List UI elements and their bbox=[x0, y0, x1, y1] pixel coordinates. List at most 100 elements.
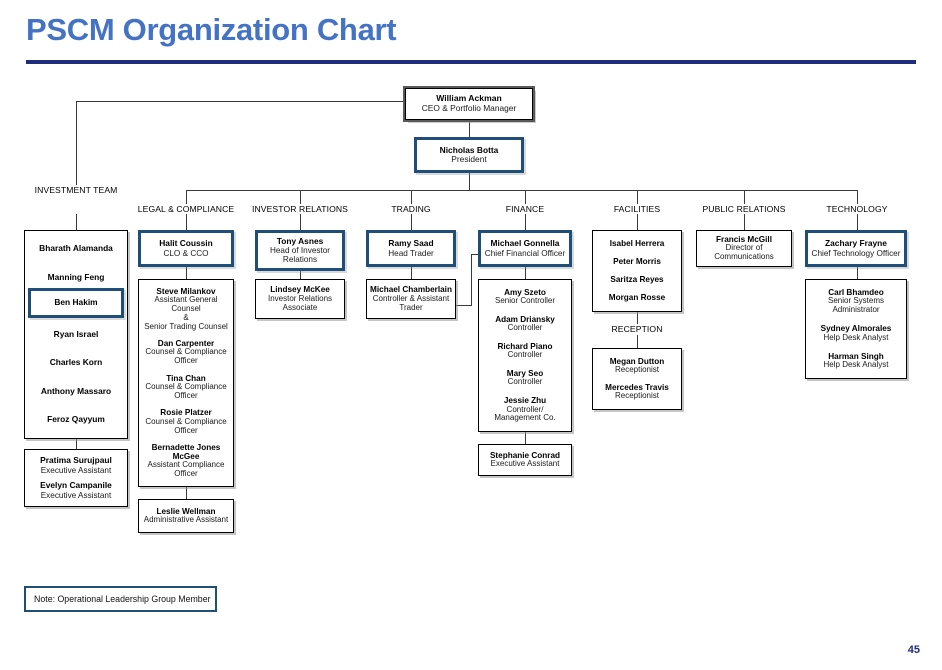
node-technology-head-name: Zachary Frayne bbox=[825, 238, 887, 249]
node-trading-member-0[interactable]: Michael Chamberlain Controller & Assista… bbox=[366, 279, 456, 319]
assistant-title: Executive Assistant bbox=[40, 465, 112, 475]
node-president-title: President bbox=[451, 154, 487, 164]
connector-legal-head-to-team bbox=[186, 267, 187, 279]
member-investment-6[interactable]: Feroz Qayyum bbox=[47, 414, 105, 424]
member-finance-4[interactable]: Jessie Zhu Controller/ Management Co. bbox=[494, 396, 555, 423]
legend-note-text: Note: Operational Leadership Group Membe… bbox=[34, 594, 211, 604]
member-legal-2[interactable]: Tina Chan Counsel & Compliance Officer bbox=[145, 374, 226, 401]
member-title: Senior Controller bbox=[494, 295, 556, 305]
member-investment-2-highlighted[interactable]: Ben Hakim bbox=[28, 288, 124, 318]
node-legal-head-name: Halit Coussin bbox=[159, 238, 213, 249]
dept-label-investor-relations: INVESTOR RELATIONS bbox=[251, 204, 349, 214]
member-technology-1[interactable]: Sydney Almorales Help Desk Analyst bbox=[821, 324, 892, 342]
member-title: Controller bbox=[507, 377, 543, 387]
member-name: Rosie Platzer bbox=[160, 408, 212, 418]
member-title: Receptionist bbox=[614, 391, 659, 401]
connector-investment-to-assistants bbox=[76, 439, 77, 449]
connector-drop-legal bbox=[186, 190, 187, 204]
member-finance-3[interactable]: Mary Seo Controller bbox=[507, 369, 543, 387]
node-president[interactable]: Nicholas Botta President bbox=[414, 137, 524, 173]
member-name: Manning Feng bbox=[47, 271, 105, 282]
node-legal-head[interactable]: Halit Coussin CLO & CCO bbox=[138, 230, 234, 267]
dept-label-legal: LEGAL & COMPLIANCE bbox=[137, 204, 235, 214]
member-legal-1[interactable]: Dan Carpenter Counsel & Compliance Offic… bbox=[145, 339, 226, 366]
node-pr-head[interactable]: Francis McGill Director of Communication… bbox=[696, 230, 792, 267]
member-title: Counsel & Compliance Officer bbox=[145, 416, 227, 435]
connector-investment-label-to-box bbox=[76, 214, 77, 230]
member-legal-0[interactable]: Steve Milankov Assistant General Counsel… bbox=[141, 287, 231, 332]
member-title: Controller & Assistant Trader bbox=[372, 293, 450, 312]
member-name: Charles Korn bbox=[49, 357, 103, 368]
dept-label-finance: FINANCE bbox=[505, 204, 545, 214]
connector-legal-to-assistant bbox=[186, 487, 187, 499]
member-finance-2[interactable]: Richard Piano Controller bbox=[497, 342, 552, 360]
group-investment-team[interactable]: Bharath Alamanda Manning Feng Ryan Israe… bbox=[24, 230, 128, 439]
connector-finance-to-assistant bbox=[525, 432, 526, 444]
group-investment-assistants[interactable]: Pratima Surujpaul Executive Assistant Ev… bbox=[24, 449, 128, 507]
member-name: Lindsey McKee bbox=[270, 285, 330, 295]
node-finance-head[interactable]: Michael Gonnella Chief Financial Officer bbox=[478, 230, 572, 267]
group-facilities-members[interactable]: Isabel Herrera Peter Morris Saritza Reye… bbox=[592, 230, 682, 312]
member-finance-0[interactable]: Amy Szeto Senior Controller bbox=[495, 288, 555, 306]
dept-label-technology: TECHNOLOGY bbox=[826, 204, 888, 214]
member-legal-3[interactable]: Rosie Platzer Counsel & Compliance Offic… bbox=[145, 408, 226, 435]
connector-trading-head-to-team bbox=[411, 267, 412, 279]
member-technology-0[interactable]: Carl Bhamdeo Senior Systems Administrato… bbox=[828, 288, 884, 315]
member-investment-5[interactable]: Anthony Massaro bbox=[40, 385, 112, 396]
group-finance-members[interactable]: Amy Szeto Senior Controller Adam Driansk… bbox=[478, 279, 572, 432]
page-title: PSCM Organization Chart bbox=[26, 12, 397, 47]
page-number: 45 bbox=[907, 644, 920, 656]
assistant-investment-1[interactable]: Evelyn Campanile Executive Assistant bbox=[40, 480, 112, 500]
member-investment-4[interactable]: Charles Korn bbox=[49, 357, 103, 368]
assistant-title: Executive Assistant bbox=[490, 459, 560, 469]
node-finance-assistant[interactable]: Stephanie Conrad Executive Assistant bbox=[478, 444, 572, 476]
title-underline-rule bbox=[26, 60, 916, 64]
member-facilities-1[interactable]: Peter Morris bbox=[613, 257, 661, 266]
member-name: Michael Chamberlain bbox=[370, 285, 452, 295]
group-legal-members[interactable]: Steve Milankov Assistant General Counsel… bbox=[138, 279, 234, 487]
member-investment-0[interactable]: Bharath Alamanda bbox=[39, 244, 113, 254]
member-investment-1[interactable]: Manning Feng bbox=[47, 271, 105, 282]
connector-drop-trading bbox=[411, 190, 412, 204]
member-reception-0[interactable]: Megan Dutton Receptionist bbox=[610, 357, 665, 375]
group-reception-members[interactable]: Megan Dutton Receptionist Mercedes Travi… bbox=[592, 348, 682, 410]
member-title: Counsel & Compliance Officer bbox=[145, 381, 227, 400]
member-technology-2[interactable]: Harman Singh Help Desk Analyst bbox=[824, 352, 889, 370]
dept-label-facilities: FACILITIES bbox=[613, 204, 661, 214]
node-ceo[interactable]: William Ackman CEO & Portfolio Manager bbox=[405, 88, 533, 120]
member-facilities-2[interactable]: Saritza Reyes bbox=[610, 275, 663, 284]
node-ir-head[interactable]: Tony Asnes Head of Investor Relations bbox=[255, 230, 345, 271]
member-facilities-0[interactable]: Isabel Herrera bbox=[610, 239, 665, 248]
member-reception-1[interactable]: Mercedes Travis Receptionist bbox=[605, 383, 669, 401]
node-technology-head-title: Chief Technology Officer bbox=[811, 248, 901, 258]
member-legal-4[interactable]: Bernadette Jones McGee Assistant Complia… bbox=[141, 443, 231, 479]
connector-drop-investor-relations bbox=[300, 190, 301, 204]
connector-facilities-label-to-box bbox=[637, 214, 638, 230]
member-finance-1[interactable]: Adam Driansky Controller bbox=[495, 315, 555, 333]
connector-technology-head-to-team bbox=[857, 267, 858, 279]
member-title: Counsel & Compliance Officer bbox=[145, 347, 227, 366]
member-facilities-3[interactable]: Morgan Rosse bbox=[609, 293, 665, 302]
group-technology-members[interactable]: Carl Bhamdeo Senior Systems Administrato… bbox=[805, 279, 907, 379]
assistant-name: Pratima Surujpaul bbox=[40, 455, 112, 466]
node-pr-head-name: Francis McGill bbox=[716, 234, 772, 244]
connector-chamberlain-to-cfo-h2 bbox=[471, 254, 481, 255]
member-title: Assistant General Counsel & Senior Tradi… bbox=[144, 294, 228, 331]
node-technology-head[interactable]: Zachary Frayne Chief Technology Officer bbox=[805, 230, 907, 267]
connector-ceo-to-president bbox=[469, 119, 470, 137]
member-name: Anthony Massaro bbox=[40, 385, 112, 396]
assistant-name: Evelyn Campanile bbox=[40, 480, 112, 491]
member-title: Assistant Compliance Officer bbox=[147, 460, 225, 479]
connector-reception-label-to-box bbox=[637, 335, 638, 348]
member-name: Dan Carpenter bbox=[157, 339, 215, 349]
connector-chamberlain-to-cfo-h1 bbox=[455, 305, 472, 306]
node-legal-assistant[interactable]: Leslie Wellman Administrative Assistant bbox=[138, 499, 234, 533]
member-investment-3[interactable]: Ryan Israel bbox=[54, 329, 99, 339]
assistant-investment-0[interactable]: Pratima Surujpaul Executive Assistant bbox=[40, 455, 112, 475]
member-name: Bernadette Jones McGee bbox=[151, 442, 221, 462]
node-trading-head[interactable]: Ramy Saad Head Trader bbox=[366, 230, 456, 267]
member-title: Help Desk Analyst bbox=[823, 332, 889, 342]
connector-trading-label-to-box bbox=[411, 214, 412, 230]
node-ir-member-0[interactable]: Lindsey McKee Investor Relations Associa… bbox=[255, 279, 345, 319]
member-title: Receptionist bbox=[614, 365, 659, 375]
